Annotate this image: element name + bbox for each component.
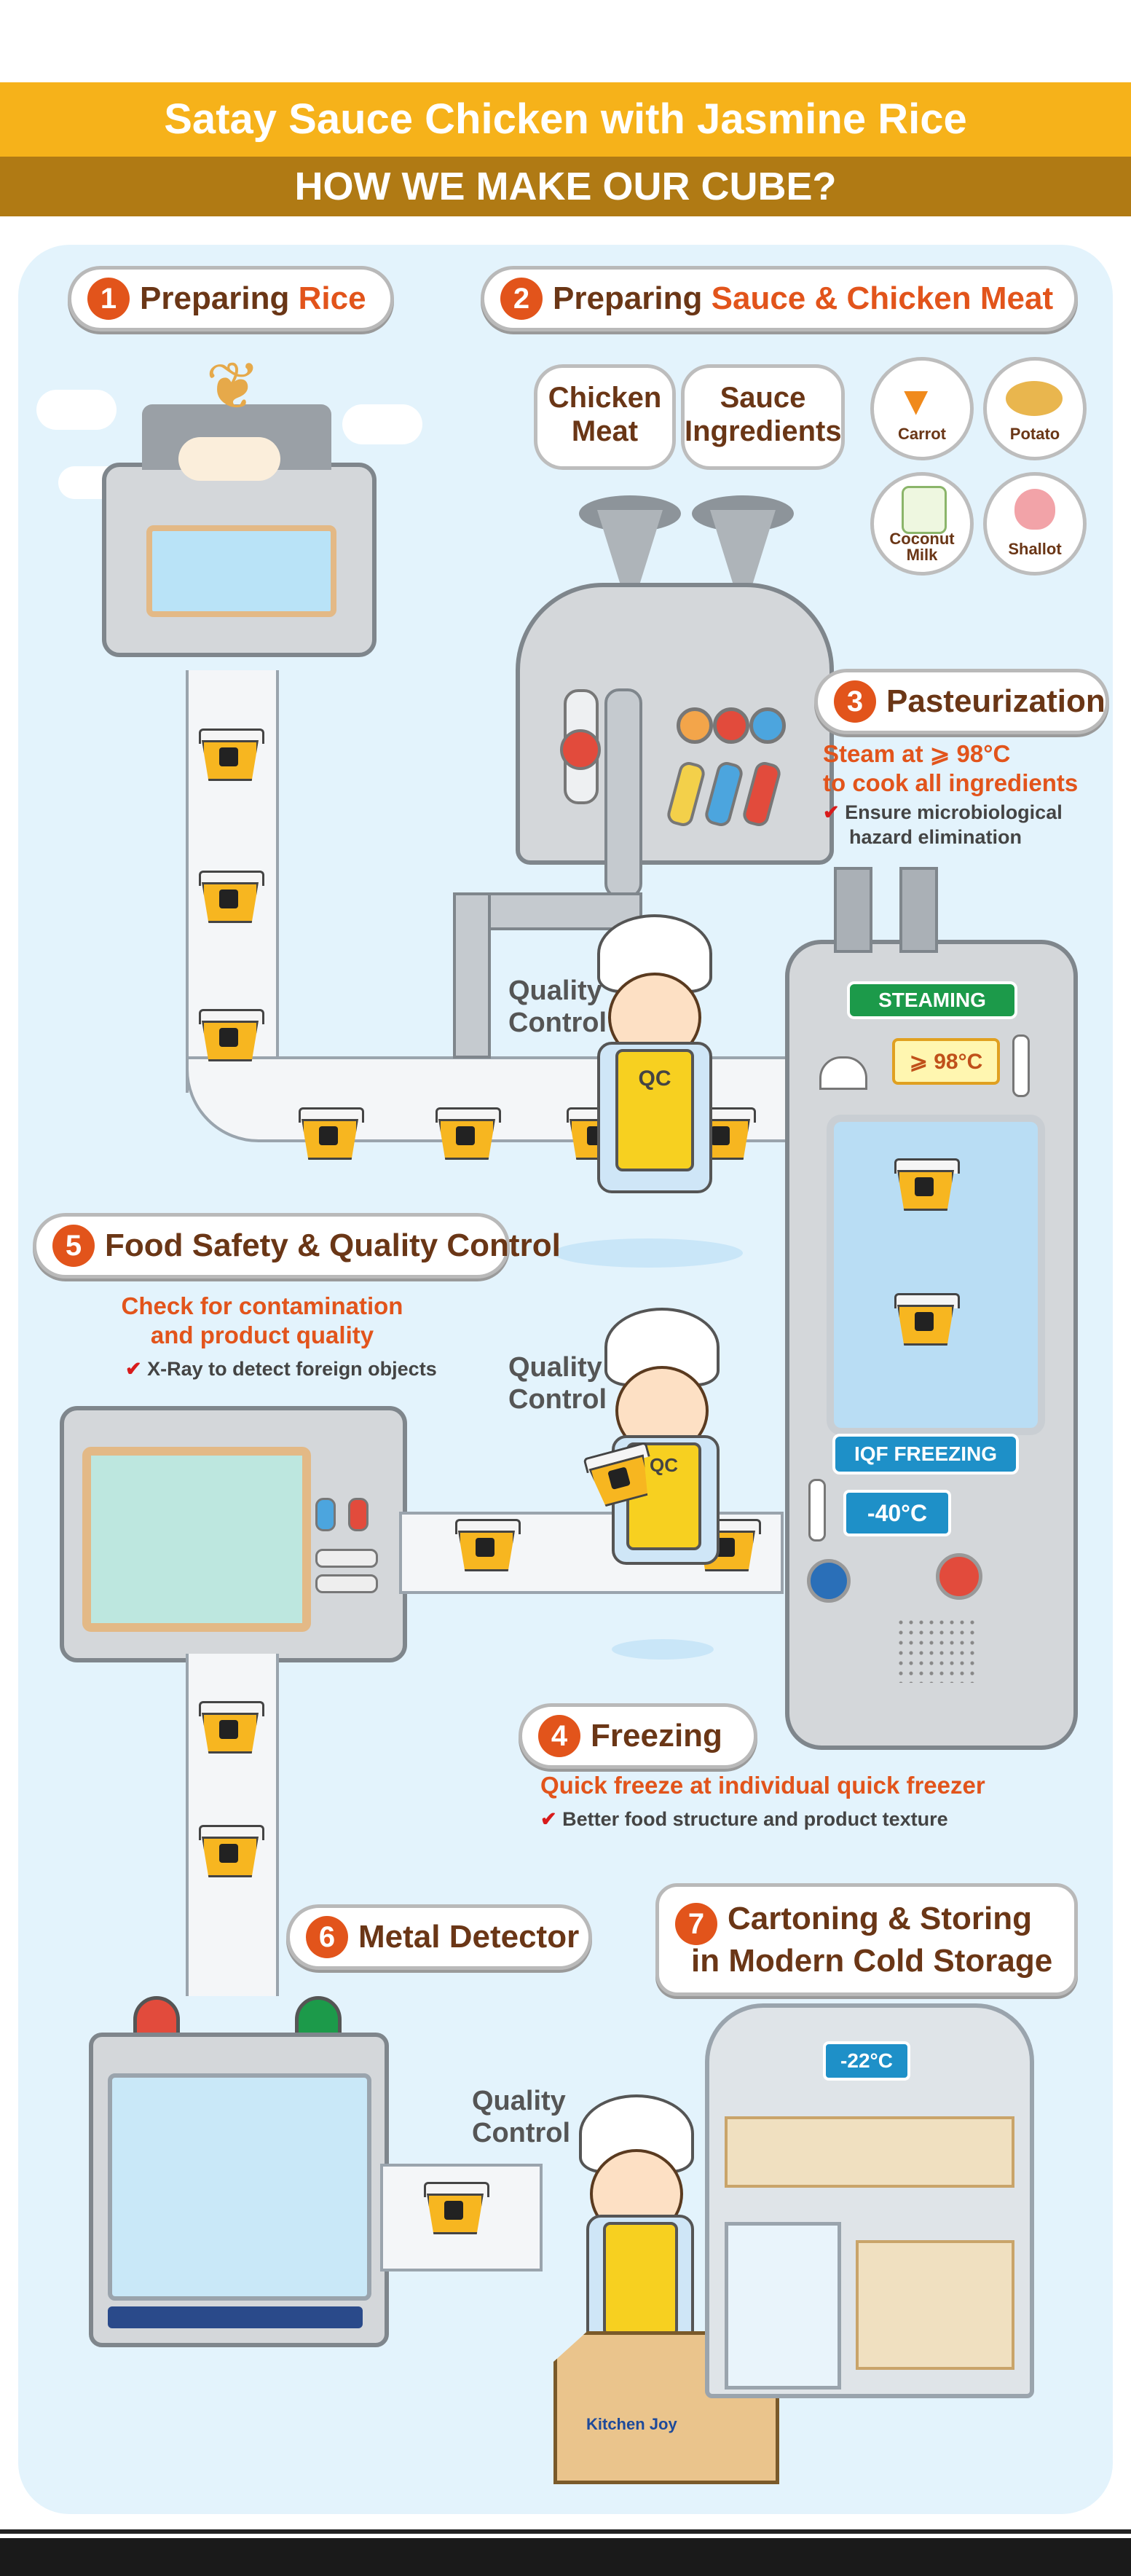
valve-icon (936, 1553, 982, 1600)
chef-apron (603, 2222, 678, 2337)
storage-temperature-display: -22°C (823, 2041, 910, 2081)
thermometer-icon (808, 1479, 826, 1542)
steaming-label: STEAMING (847, 981, 1017, 1019)
food-cube (199, 1009, 264, 1061)
rice-cooker-machine (102, 463, 377, 657)
valve-icon (560, 729, 601, 770)
gauge-icon (819, 1056, 867, 1090)
step-1-pill: 1 Preparing Rice (68, 266, 394, 331)
cloud-icon (36, 390, 117, 430)
gauge-icon (677, 707, 713, 744)
sauce-mixing-machine (516, 583, 834, 865)
step-3-pill: 3 Pasteurization (814, 669, 1109, 734)
step-2-label: Preparing Sauce & Chicken Meat (553, 280, 1054, 316)
food-cube (199, 1701, 264, 1754)
step-5-pill: 5 Food Safety & Quality Control (33, 1213, 561, 1279)
food-cube (894, 1293, 960, 1346)
step-4-label: Freezing (591, 1718, 722, 1754)
page-subtitle: HOW WE MAKE OUR CUBE? (294, 165, 837, 208)
gauge-icon (749, 707, 786, 744)
step-1-label: Preparing Rice (140, 280, 366, 316)
cloud-icon (342, 404, 422, 444)
storage-shelf (856, 2240, 1014, 2370)
dial-icon (807, 1559, 851, 1603)
step-number: 2 (500, 278, 543, 320)
food-cube (436, 1107, 501, 1160)
food-cube (299, 1107, 364, 1160)
step-number: 3 (834, 680, 876, 723)
rice-cooker-window (146, 525, 336, 617)
step-number: 6 (306, 1916, 348, 1958)
steam-pipe (834, 867, 872, 953)
iqf-temperature-display: -40°C (843, 1490, 951, 1536)
footer-bar (0, 2538, 1131, 2576)
storage-shelf (725, 2116, 1014, 2188)
x-ray-machine (60, 1406, 407, 1662)
food-cube (199, 1825, 264, 1877)
step-3-check: ✔ Ensure microbiological hazard eliminat… (823, 801, 1063, 848)
step-2-pill: 2 Preparing Sauce & Chicken Meat (481, 266, 1078, 331)
step-number: 4 (538, 1715, 580, 1757)
step-4-check: ✔ Better food structure and product text… (540, 1808, 948, 1830)
step-4-pill: 4 Freezing (519, 1703, 757, 1769)
food-cube (199, 729, 264, 781)
x-ray-window (82, 1447, 311, 1632)
carrot-icon: ▼ Carrot (870, 357, 974, 460)
shadow (612, 1639, 714, 1660)
carton-box: Kitchen Joy (553, 2331, 779, 2484)
step-number: 1 (87, 278, 130, 320)
food-cube (894, 1158, 960, 1211)
wheat-icon: ❦ (205, 350, 261, 423)
gauge-icon (713, 707, 749, 744)
step-6-label: Metal Detector (358, 1919, 580, 1955)
metal-detector-machine (89, 2033, 389, 2347)
checkmark-icon: ✔ (125, 1358, 142, 1380)
step-3-label: Pasteurization (886, 683, 1106, 719)
checkmark-icon: ✔ (540, 1808, 557, 1830)
page-title: Satay Sauce Chicken with Jasmine Rice (164, 95, 967, 143)
food-cube (424, 2182, 489, 2234)
shallot-icon: Shallot (983, 472, 1087, 576)
step-5-label: Food Safety & Quality Control (105, 1228, 561, 1263)
iqf-freezing-label: IQF FREEZING (832, 1434, 1019, 1474)
food-cube (455, 1519, 521, 1571)
vent-grille (896, 1617, 976, 1683)
steam-temperature-display: ⩾ 98°C (892, 1038, 1000, 1085)
food-cube (199, 871, 264, 923)
footer-line (0, 2529, 1131, 2534)
checkmark-icon: ✔ (823, 801, 840, 823)
step-6-pill: 6 Metal Detector (286, 1904, 592, 1970)
step-5-check: ✔ X-Ray to detect foreign objects (125, 1358, 437, 1380)
thermometer-icon (1012, 1034, 1030, 1097)
subtitle-band (0, 157, 1131, 216)
title-band (0, 82, 1131, 157)
pipe (604, 688, 642, 898)
chef-apron: QC (615, 1049, 694, 1171)
shadow (553, 1238, 743, 1268)
storage-door (725, 2222, 841, 2390)
step-4-description: Quick freeze at individual quick freezer (540, 1772, 985, 1799)
metal-detector-window (108, 2073, 371, 2301)
rice-pile (178, 437, 280, 481)
steam-pipe (899, 867, 938, 953)
potato-icon: Potato (983, 357, 1087, 460)
pipe (453, 892, 491, 1059)
step-number: 5 (52, 1225, 95, 1267)
step-number: 7 (675, 1903, 717, 1945)
